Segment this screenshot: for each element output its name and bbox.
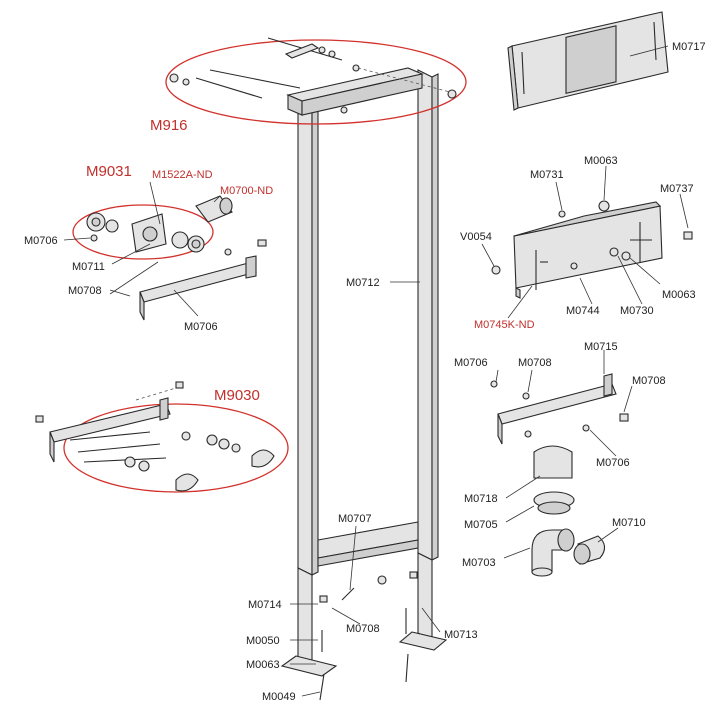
- sublabel-m0700-nd: M0700-ND: [220, 185, 273, 197]
- bottom-fixings: [319, 571, 418, 701]
- sublabel-m0745k-nd: M0745K-ND: [474, 319, 535, 331]
- bracket-m0744: [491, 200, 693, 299]
- label-m0050: M0050: [246, 635, 280, 647]
- label-m0744: M0744: [566, 305, 600, 317]
- label-m0730: M0730: [620, 305, 654, 317]
- label-m0710: M0710: [612, 517, 646, 529]
- label-m0715: M0715: [584, 341, 618, 353]
- label-m0063-right: M0063: [662, 289, 696, 301]
- label-m0731: M0731: [530, 169, 564, 181]
- label-m0711: M0711: [72, 261, 105, 273]
- label-m0717: M0717: [672, 41, 706, 53]
- label-m0708-far-right: M0708: [632, 375, 666, 387]
- sublabel-m1522a-nd: M1522A-ND: [152, 169, 213, 181]
- label-m0063-top: M0063: [584, 155, 618, 167]
- label-m0707: M0707: [338, 513, 372, 525]
- m9030-parts: [35, 381, 275, 492]
- label-m0708-right: M0708: [518, 357, 552, 369]
- main-frame-m0712: [280, 67, 448, 677]
- label-m0708-bottom: M0708: [346, 623, 380, 635]
- label-m0706-bracket: M0706: [184, 321, 218, 333]
- group-ellipse-m9030: [63, 403, 289, 493]
- label-m0713: M0713: [444, 629, 478, 641]
- drain-parts: [531, 445, 606, 577]
- bracket-m0715: [490, 373, 629, 445]
- group-label-m9031: M9031: [86, 163, 132, 180]
- m9031-parts: [86, 195, 267, 321]
- label-m0737: M0737: [660, 183, 694, 195]
- label-m0712: M0712: [346, 277, 380, 289]
- label-m0049: M0049: [262, 691, 296, 703]
- group-label-m916: M916: [150, 117, 188, 134]
- label-m0706-right: M0706: [454, 357, 488, 369]
- label-m0706-left: M0706: [24, 235, 58, 247]
- group-label-m9030: M9030: [214, 387, 260, 404]
- group-ellipse-m9031: [72, 204, 214, 260]
- leader-lines: [63, 45, 689, 697]
- label-m0063-bottom: M0063: [246, 659, 280, 671]
- top-fixing-set: [169, 37, 457, 114]
- label-m0714: M0714: [248, 599, 282, 611]
- label-m0708-left: M0708: [68, 285, 102, 297]
- group-ellipse-m916: [165, 39, 467, 125]
- label-m0703: M0703: [462, 557, 496, 569]
- label-m0718: M0718: [464, 493, 498, 505]
- label-m0706-lower-right: M0706: [596, 457, 630, 469]
- label-v0054: V0054: [460, 231, 492, 243]
- cover-plate-m0717: [507, 11, 669, 111]
- label-m0705: M0705: [464, 519, 498, 531]
